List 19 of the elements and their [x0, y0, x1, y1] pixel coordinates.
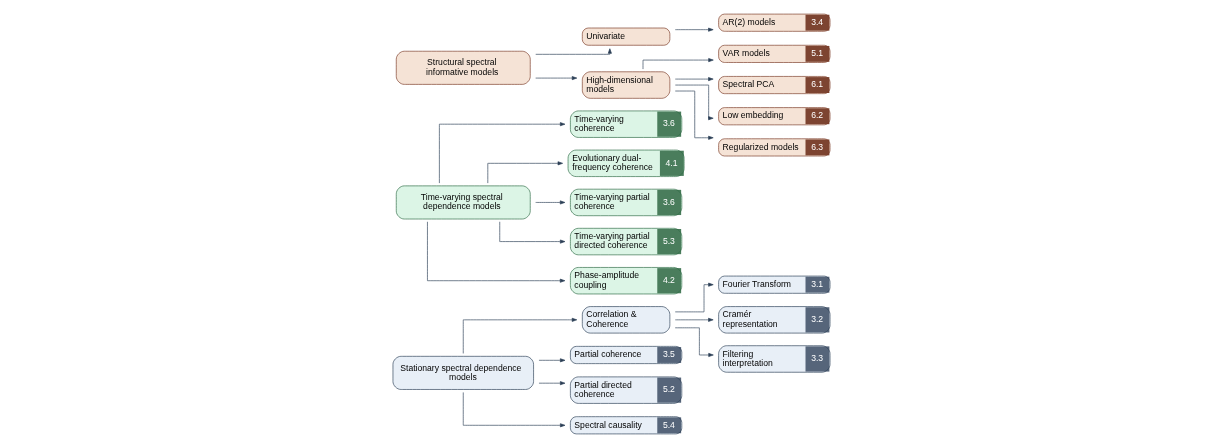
arrow [674, 27, 713, 32]
arrow [534, 76, 577, 81]
arrow [534, 48, 612, 55]
arrow [486, 161, 563, 184]
arrow [674, 327, 714, 357]
arrow [674, 84, 713, 121]
arrow [674, 282, 714, 313]
arrow [534, 200, 565, 205]
arrow [498, 221, 565, 244]
arrow [462, 317, 577, 354]
arrow [538, 381, 565, 386]
arrow [538, 358, 565, 363]
arrow [674, 77, 713, 82]
arrow [462, 392, 565, 428]
arrow [674, 90, 714, 140]
arrow [426, 221, 565, 283]
arrow [674, 317, 713, 322]
arrow [642, 58, 714, 70]
arrow [438, 122, 565, 184]
